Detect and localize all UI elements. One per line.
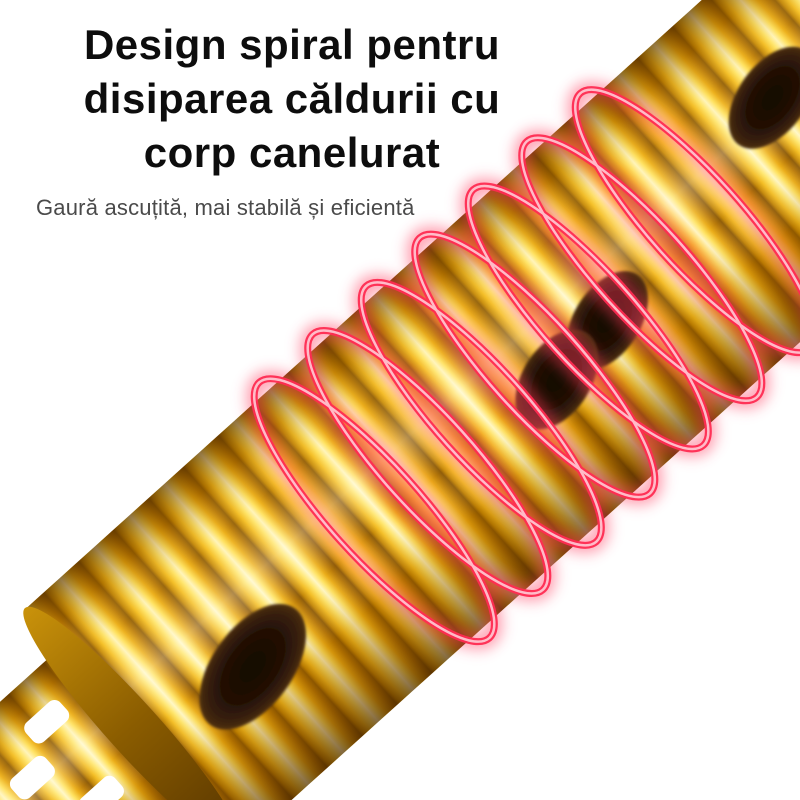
subtitle: Gaură ascuțită, mai stabilă și eficientă [36, 195, 415, 221]
headline-line-3: corp canelurat [143, 128, 441, 176]
shank-notch [24, 699, 70, 744]
slot-hole [728, 46, 800, 149]
shank-notch [78, 775, 124, 800]
headline: Design spiral pentru disiparea căldurii … [0, 18, 584, 179]
drill-step-face [23, 606, 243, 800]
shank-notch [9, 755, 55, 800]
drill-shank [0, 640, 213, 800]
slot-hole [199, 603, 307, 730]
headline-line-1: Design spiral pentru [83, 21, 501, 68]
headline-line-2: disiparea căldurii cu [83, 74, 501, 122]
marketing-copy: Design spiral pentru disiparea căldurii … [0, 18, 584, 221]
